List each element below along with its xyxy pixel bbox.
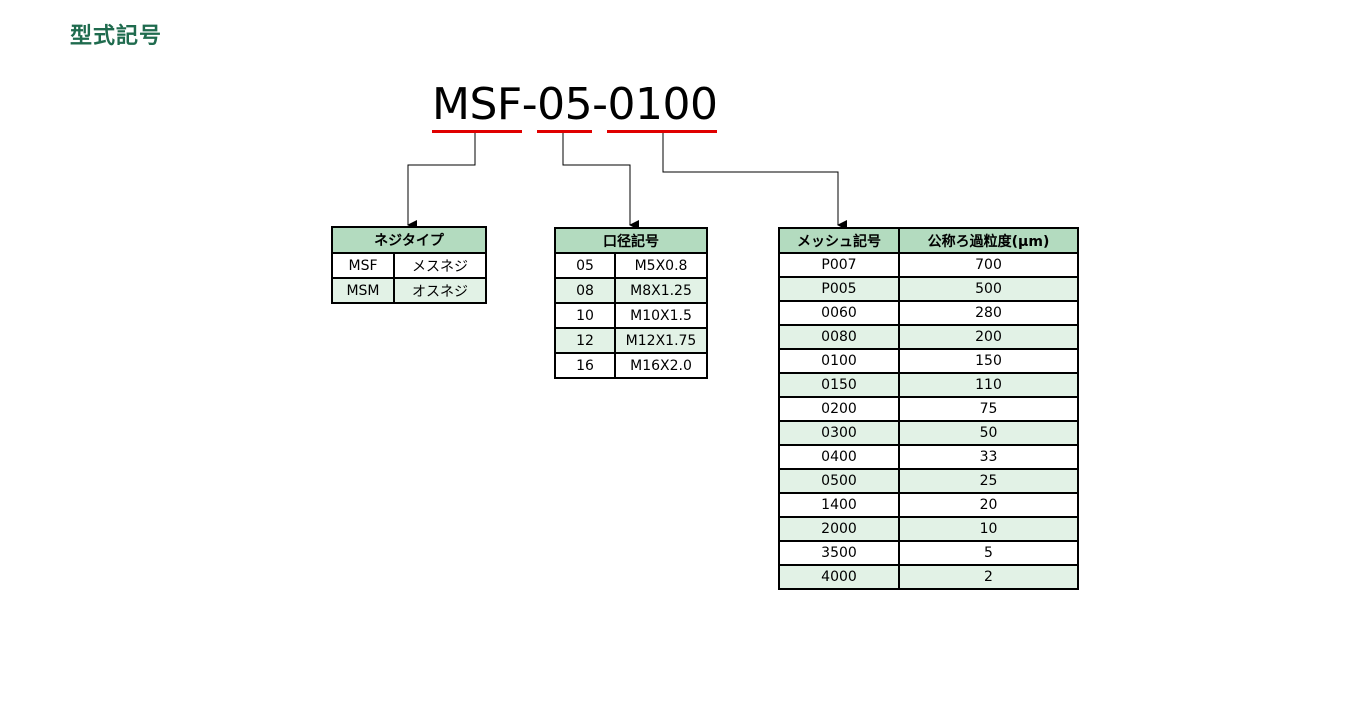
micron-rating-cell: 280: [898, 300, 1079, 326]
mesh-code-cell: 4000: [778, 564, 900, 590]
mesh-code-cell: P007: [778, 252, 900, 278]
mesh-code-cell: 0150: [778, 372, 900, 398]
port-size-cell: M8X1.25: [614, 277, 708, 304]
port-size-header: 口径記号: [554, 227, 708, 254]
micron-rating-cell: 20: [898, 492, 1079, 518]
mesh-code-cell: 0080: [778, 324, 900, 350]
micron-rating-cell: 5: [898, 540, 1079, 566]
port-code-cell: 16: [554, 352, 616, 379]
model-code-separator: -: [521, 79, 538, 130]
mesh-connector-line: [662, 130, 847, 230]
thread-label-cell: メスネジ: [393, 252, 487, 279]
micron-rating-cell: 25: [898, 468, 1079, 494]
micron-rating-cell: 700: [898, 252, 1079, 278]
page-title: 型式記号: [70, 24, 163, 49]
port-code-cell: 08: [554, 277, 616, 304]
model-code-segment: 0100: [607, 79, 718, 133]
micron-rating-cell: 150: [898, 348, 1079, 374]
micron-rating-cell: 110: [898, 372, 1079, 398]
micron-rating-cell: 200: [898, 324, 1079, 350]
mesh-code-cell: 0400: [778, 444, 900, 470]
port-connector-line: [562, 130, 639, 230]
mesh-code-cell: P005: [778, 276, 900, 302]
model-code-separator: -: [592, 79, 608, 130]
mesh-code-cell: 0500: [778, 468, 900, 494]
thread-label-cell: オスネジ: [393, 277, 487, 304]
micron-rating-cell: 33: [898, 444, 1079, 470]
micron-rating-cell: 50: [898, 420, 1079, 446]
thread-type-header: ネジタイプ: [331, 226, 487, 254]
micron-rating-cell: 2: [898, 564, 1079, 590]
mesh-code-cell: 0300: [778, 420, 900, 446]
port-code-cell: 10: [554, 302, 616, 329]
port-size-cell: M5X0.8: [614, 252, 708, 279]
thread-code-cell: MSF: [331, 252, 395, 279]
mesh-code-cell: 0100: [778, 348, 900, 374]
mesh-code-cell: 2000: [778, 516, 900, 542]
micron-rating-cell: 10: [898, 516, 1079, 542]
micron-rating-cell: 75: [898, 396, 1079, 422]
model-code-segment: MSF: [432, 79, 522, 133]
port-code-cell: 05: [554, 252, 616, 279]
model-code-segment: 05: [537, 79, 593, 133]
mesh-code-header: メッシュ記号: [778, 227, 900, 254]
mesh-code-cell: 0200: [778, 396, 900, 422]
model-code: MSF-05-0100: [432, 79, 718, 133]
mesh-code-cell: 1400: [778, 492, 900, 518]
thread-code-cell: MSM: [331, 277, 395, 304]
mesh-code-cell: 3500: [778, 540, 900, 566]
port-code-cell: 12: [554, 327, 616, 354]
port-size-cell: M16X2.0: [614, 352, 708, 379]
micron-rating-cell: 500: [898, 276, 1079, 302]
filtration-rating-header: 公称ろ過粒度(μm): [898, 227, 1079, 254]
thread-connector-line: [407, 130, 476, 230]
port-size-cell: M10X1.5: [614, 302, 708, 329]
port-size-cell: M12X1.75: [614, 327, 708, 354]
mesh-code-cell: 0060: [778, 300, 900, 326]
